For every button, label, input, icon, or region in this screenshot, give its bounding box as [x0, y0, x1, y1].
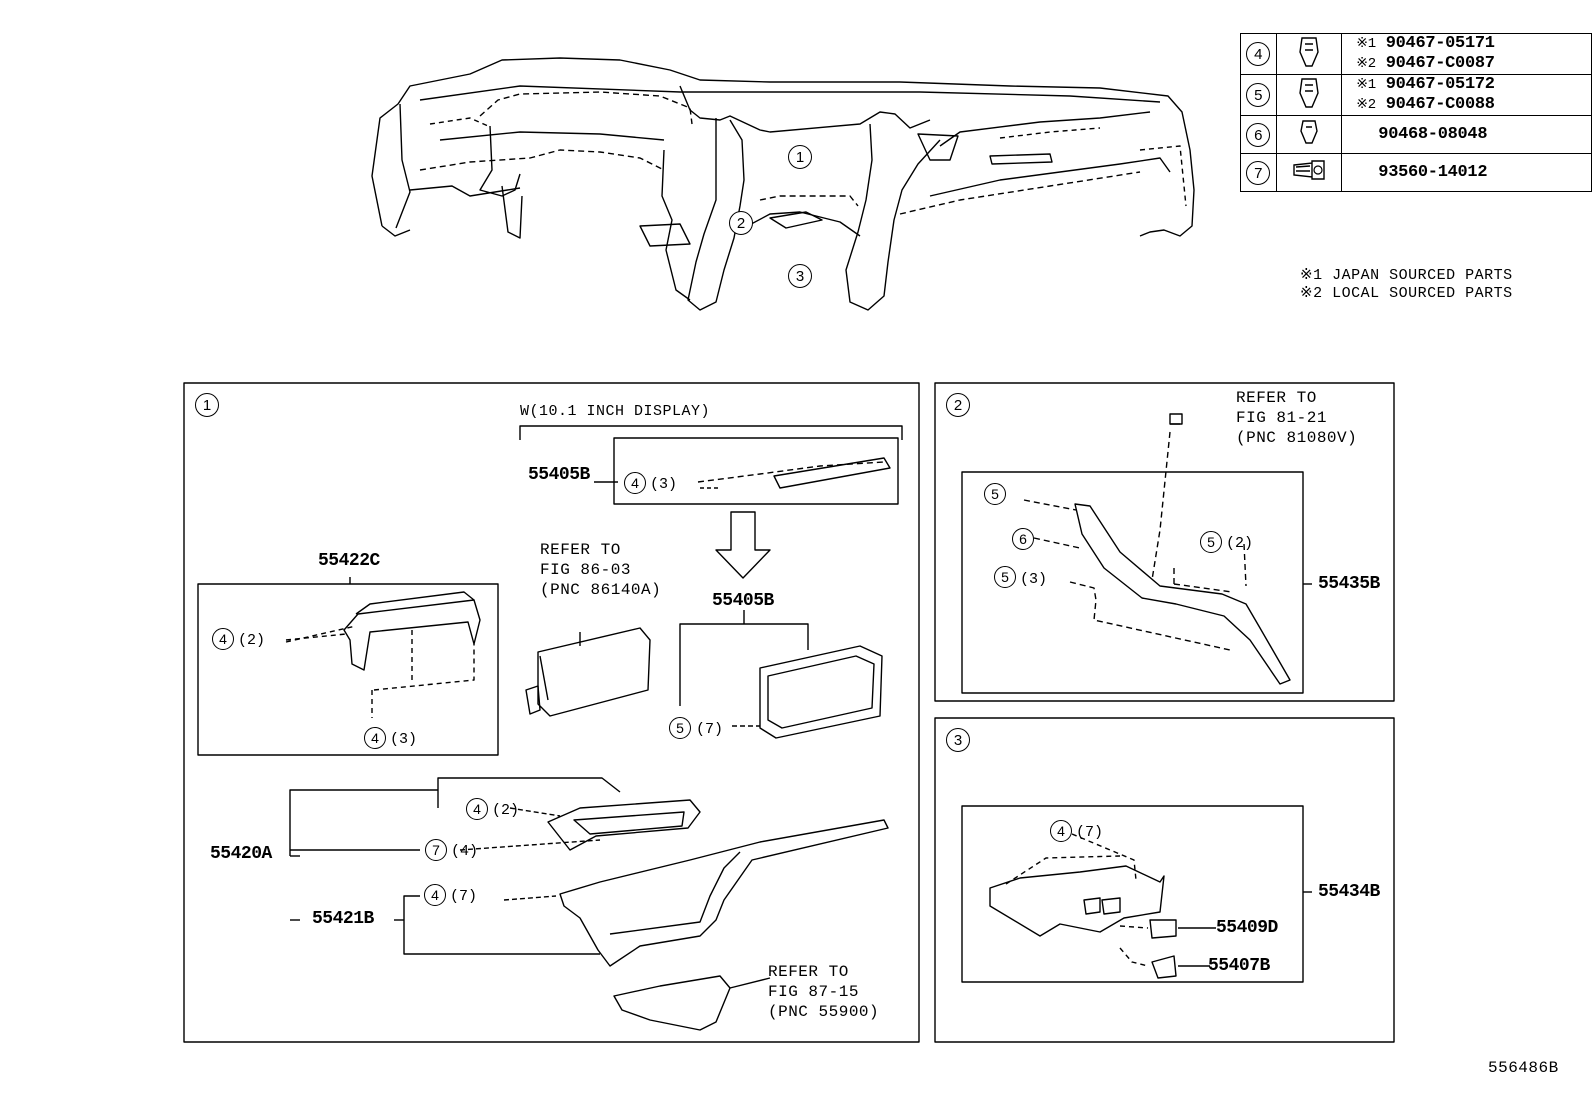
figure-id: 556486B	[1488, 1059, 1559, 1077]
legend-note-local: ※2 LOCAL SOURCED PARTS	[1300, 285, 1513, 302]
callout-4: 4	[624, 472, 646, 494]
ref-87-line3: (PNC 55900)	[768, 1003, 880, 1021]
legend-part-number: 90468-08048	[1378, 125, 1488, 144]
qty-55420A-a: (2)	[492, 802, 520, 819]
ref-86-line3: (PNC 86140A)	[540, 581, 662, 599]
qty-55434B: (7)	[1076, 824, 1104, 841]
callout-5: 5	[1200, 531, 1222, 553]
part-55405B: 55405B	[712, 591, 774, 611]
legend-num: 5	[1246, 83, 1271, 107]
clip-icon	[1300, 120, 1318, 144]
display-variant-label: W(10.1 INCH DISPLAY)	[520, 403, 711, 420]
fastener-legend-table: 4 ※1 90467-05171 ※2 90467-C0087 5 ※1 904…	[1240, 33, 1592, 192]
legend-mark: ※1	[1356, 36, 1376, 52]
legend-num: 6	[1246, 122, 1271, 147]
qty-55422C-b: (3)	[390, 731, 418, 748]
ref-81-line2: FIG 81-21	[1236, 409, 1327, 427]
overview-callout-3: 3	[788, 264, 812, 288]
qty-55405B-top: (3)	[650, 476, 678, 493]
ref-81-line1: REFER TO	[1236, 389, 1317, 407]
legend-part-number: 90467-C0088	[1385, 95, 1495, 114]
callout-5: 5	[994, 566, 1016, 588]
part-55405B-top: 55405B	[528, 465, 590, 485]
callout-4: 4	[424, 884, 446, 906]
ref-87-line1: REFER TO	[768, 963, 849, 981]
part-55422C: 55422C	[318, 551, 380, 571]
qty-55420A-b: (4)	[451, 843, 479, 860]
qty-55421B: (7)	[450, 888, 478, 905]
callout-4: 4	[364, 727, 386, 749]
overview-callout-1: 1	[788, 145, 812, 169]
qty-55435B-a: (2)	[1226, 535, 1254, 552]
clip-icon	[1299, 77, 1319, 108]
panel-1-number: 1	[195, 393, 219, 417]
legend-mark: ※2	[1356, 56, 1376, 72]
ref-81-line3: (PNC 81080V)	[1236, 429, 1358, 447]
callout-4: 4	[212, 628, 234, 650]
clip-icon	[1299, 36, 1319, 67]
callout-5: 5	[984, 483, 1006, 505]
legend-row: 7 93560-14012	[1240, 153, 1592, 192]
part-55420A: 55420A	[210, 844, 272, 864]
callout-7: 7	[425, 839, 447, 861]
callout-4: 4	[1050, 820, 1072, 842]
qty-55405B: (7)	[696, 721, 724, 738]
legend-mark: ※2	[1356, 97, 1376, 113]
legend-part-number: 90467-C0087	[1385, 54, 1495, 73]
panel-3-number: 3	[946, 728, 970, 752]
panel-2-number: 2	[946, 393, 970, 417]
screw-icon	[1293, 160, 1325, 180]
part-55434B: 55434B	[1318, 882, 1380, 902]
callout-6: 6	[1012, 528, 1034, 550]
ref-86-line1: REFER TO	[540, 541, 621, 559]
panel-2-frame	[934, 382, 1395, 702]
overview-callout-2: 2	[729, 211, 753, 235]
legend-mark: ※1	[1356, 77, 1376, 93]
legend-part-number: 90467-05171	[1385, 34, 1495, 53]
ref-86-line2: FIG 86-03	[540, 561, 631, 579]
ref-87-line2: FIG 87-15	[768, 983, 859, 1001]
qty-55435B-b: (3)	[1020, 571, 1048, 588]
legend-num: 7	[1246, 160, 1271, 185]
part-55421B: 55421B	[312, 909, 374, 929]
part-55407B: 55407B	[1208, 956, 1270, 976]
instrument-panel-overview	[371, 57, 1195, 311]
legend-row: 5 ※1 90467-05172 ※2 90467-C0088	[1240, 74, 1592, 116]
panel-1-frame	[183, 382, 920, 1043]
part-55409D: 55409D	[1216, 918, 1278, 938]
legend-part-number: 93560-14012	[1378, 163, 1488, 182]
legend-row: 4 ※1 90467-05171 ※2 90467-C0087	[1240, 33, 1592, 75]
qty-55422C-a: (2)	[238, 632, 266, 649]
legend-note-japan: ※1 JAPAN SOURCED PARTS	[1300, 267, 1513, 284]
callout-5: 5	[669, 717, 691, 739]
part-55435B: 55435B	[1318, 574, 1380, 594]
callout-4: 4	[466, 798, 488, 820]
legend-part-number: 90467-05172	[1385, 75, 1495, 94]
panel-3-frame	[934, 717, 1395, 1043]
legend-num: 4	[1246, 42, 1271, 66]
legend-row: 6 90468-08048	[1240, 115, 1592, 154]
